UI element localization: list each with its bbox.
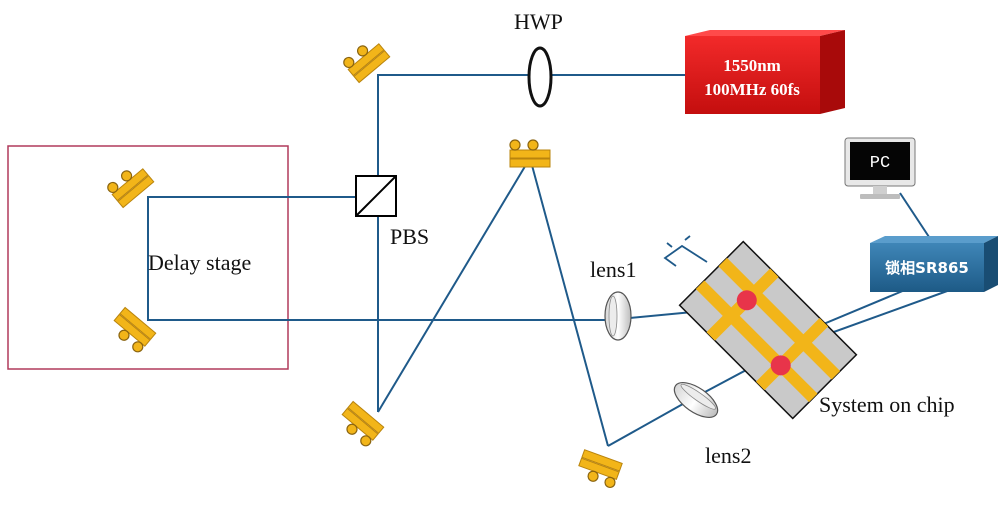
lockin-label: 锁相SR865 bbox=[885, 259, 969, 277]
beam-laser-to-top-mirror bbox=[377, 74, 685, 412]
delay-stage-box bbox=[7, 145, 289, 370]
system-on-chip bbox=[678, 240, 858, 420]
pc-label: PC bbox=[870, 154, 890, 173]
lens2-icon bbox=[673, 382, 719, 418]
beam-pbs-to-delay-return bbox=[147, 196, 620, 321]
laser-wavelength-label: 1550nm bbox=[723, 56, 781, 75]
laser-spot-1 bbox=[736, 290, 757, 311]
half-wave-plate-icon bbox=[527, 46, 553, 108]
mirror-top-center bbox=[509, 139, 551, 168]
delay-stage-label: Delay stage bbox=[148, 250, 251, 275]
laser-spot-2 bbox=[770, 355, 791, 376]
mirror-bottom-left bbox=[335, 400, 385, 449]
wire-pc-to-lockin bbox=[899, 192, 934, 244]
system-on-chip-label: System on chip bbox=[819, 392, 955, 417]
hwp-label: HWP bbox=[514, 9, 563, 34]
lens1-label: lens1 bbox=[590, 257, 636, 282]
polarizing-beam-splitter-icon bbox=[355, 175, 397, 217]
lockin-amplifier bbox=[870, 236, 998, 292]
mirror-bottom-right bbox=[574, 449, 623, 490]
waveguide-upper bbox=[718, 257, 841, 380]
chip-substrate bbox=[678, 240, 858, 420]
monitor-icon bbox=[844, 137, 916, 199]
chip-connector-icon bbox=[663, 235, 708, 267]
mirror-delay-top bbox=[105, 160, 155, 209]
lens1-icon bbox=[604, 291, 632, 341]
pbs-label: PBS bbox=[390, 224, 429, 249]
laser-source bbox=[685, 30, 845, 114]
laser-rate-label: 100MHz 60fs bbox=[704, 80, 800, 99]
beam-paths bbox=[147, 74, 951, 447]
beam-bottom-mirror-to-top-center bbox=[377, 155, 609, 447]
lens2-label: lens2 bbox=[705, 443, 751, 468]
